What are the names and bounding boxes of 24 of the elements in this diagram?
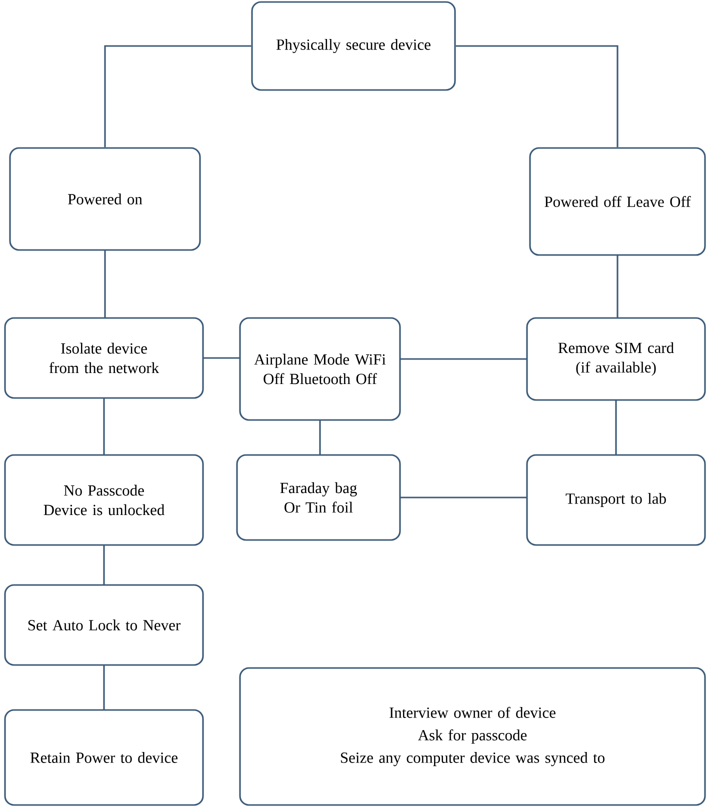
- process-box: Physically secure device: [251, 1, 456, 91]
- process-box: Set Auto Lock to Never: [4, 584, 204, 666]
- connector-line: [103, 545, 105, 585]
- connector-line: [103, 398, 105, 455]
- process-box: Retain Power to device: [4, 709, 204, 806]
- process-box: Remove SIM card (if available): [526, 317, 706, 401]
- process-box: Isolate device from the network: [4, 317, 204, 399]
- connector-line: [400, 496, 527, 498]
- connector-line: [616, 255, 618, 318]
- connector-line: [203, 357, 240, 359]
- process-box: Faraday bag Or Tin foil: [236, 454, 401, 541]
- process-box: No Passcode Device is unlocked: [4, 454, 204, 546]
- connector-line: [400, 358, 527, 360]
- process-box: Airplane Mode WiFi Off Bluetooth Off: [239, 317, 401, 421]
- connector-line: [456, 45, 618, 148]
- connector-line: [615, 400, 617, 455]
- connector-line: [103, 665, 105, 710]
- connector-line: [104, 250, 106, 318]
- process-box: Transport to lab: [526, 454, 706, 546]
- process-box: Powered off Leave Off: [529, 147, 706, 256]
- connector-line: [104, 45, 252, 148]
- process-box: Powered on: [9, 147, 201, 251]
- process-box: Interview owner of device Ask for passcode Seize any computer device was synced to: [239, 667, 706, 806]
- connector-line: [319, 420, 321, 455]
